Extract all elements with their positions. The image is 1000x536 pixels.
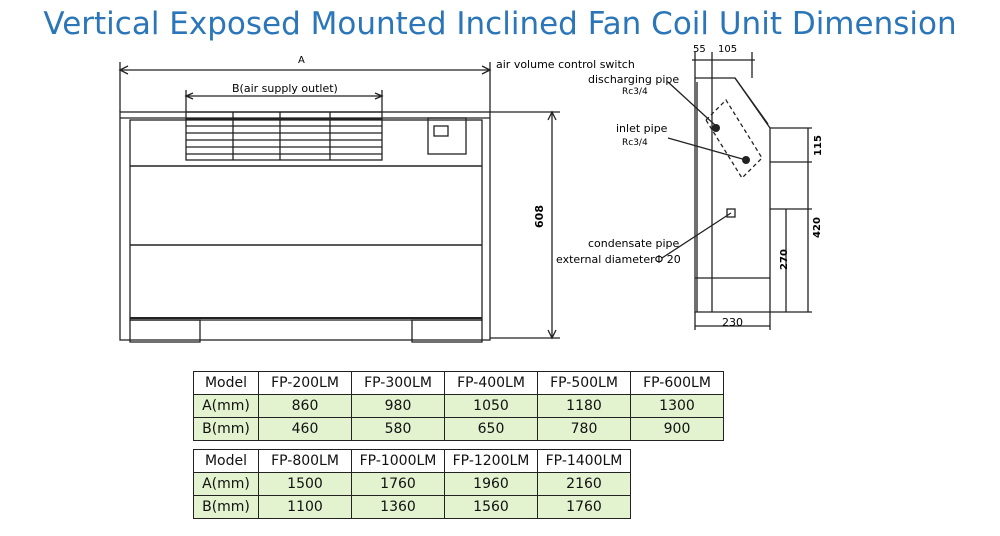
table-header-cell: FP-1200LM [444,449,538,473]
table-header-cell: FP-300LM [351,371,445,395]
table-cell: 1050 [444,394,538,418]
table-cell: A(mm) [193,472,259,496]
side-view [661,52,812,330]
table-header-cell: FP-800LM [258,449,352,473]
table-header-cell: FP-200LM [258,371,352,395]
table-cell: 1760 [351,472,445,496]
dim-105-label: 105 [718,44,738,55]
dim-230-label: 230 [722,316,743,329]
table-row: A(mm) 860 980 1050 1180 1300 [193,394,724,418]
dim-b-label: B(air supply outlet) [232,82,338,95]
dim-420-label: 420 [811,217,823,238]
table-header-cell: Model [193,371,259,395]
discharging-pipe-label: discharging pipe [588,73,680,86]
table-cell: 650 [444,417,538,441]
table-cell: 1500 [258,472,352,496]
table-cell: 900 [630,417,724,441]
table-header-cell: Model [193,449,259,473]
page-title: Vertical Exposed Mounted Inclined Fan Co… [43,6,957,42]
table-cell: 1360 [351,495,445,519]
discharging-size-label: Rc3/4 [622,87,648,97]
inlet-pipe-label: inlet pipe [616,122,668,135]
height-label: 608 [532,205,546,228]
table-row: A(mm) 1500 1760 1960 2160 [193,472,631,496]
table-header-cell: FP-1400LM [537,449,631,473]
table-cell: B(mm) [193,417,259,441]
table-cell: 1180 [537,394,631,418]
table-cell: 1300 [630,394,724,418]
condensate-pipe-label: condensate pipe [588,237,680,250]
dim-a-label: A [298,55,305,66]
table-header-cell: FP-1000LM [351,449,445,473]
table-cell: 980 [351,394,445,418]
front-view [118,62,560,343]
table-header-cell: FP-500LM [537,371,631,395]
table-cell: A(mm) [193,394,259,418]
dim-115-label: 115 [812,135,824,156]
table-cell: 2160 [537,472,631,496]
external-diameter-label: external diameterΦ 20 [556,253,681,266]
table-header-row: Model FP-200LM FP-300LM FP-400LM FP-500L… [193,371,724,395]
inlet-size-label: Rc3/4 [622,138,648,148]
table-cell: 460 [258,417,352,441]
table-row: B(mm) 1100 1360 1560 1760 [193,495,631,519]
table-cell: 860 [258,394,352,418]
dim-55-label: 55 [693,44,706,55]
table-cell: B(mm) [193,495,259,519]
table-header-row: Model FP-800LM FP-1000LM FP-1200LM FP-14… [193,449,631,473]
table-cell: 1100 [258,495,352,519]
model-table-2: Model FP-800LM FP-1000LM FP-1200LM FP-14… [193,449,631,519]
air-volume-switch-label: air volume control switch [496,58,635,71]
table-header-cell: FP-400LM [444,371,538,395]
table-row: B(mm) 460 580 650 780 900 [193,417,724,441]
table-cell: 780 [537,417,631,441]
dim-270-label: 270 [778,249,790,270]
table-cell: 1560 [444,495,538,519]
table-header-cell: FP-600LM [630,371,724,395]
model-table-1: Model FP-200LM FP-300LM FP-400LM FP-500L… [193,371,724,441]
table-cell: 1960 [444,472,538,496]
table-cell: 580 [351,417,445,441]
table-cell: 1760 [537,495,631,519]
